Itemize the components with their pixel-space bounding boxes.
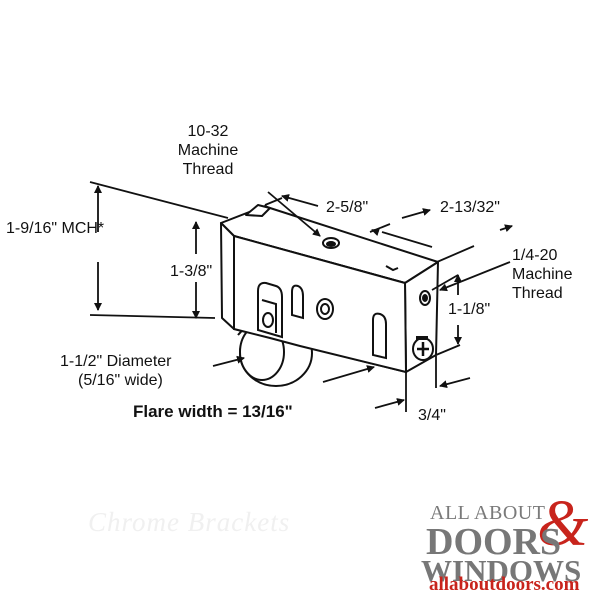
brand-ampersand: & — [537, 487, 589, 560]
label-wheel-width: (5/16" wide) — [78, 372, 163, 389]
label-10-32-thread: 10-32 Machine Thread — [168, 122, 248, 179]
label-1-9-16-mch: 1-9/16" MCH* — [6, 220, 105, 237]
label-1-4-20-thread: 1/4-20 Machine Thread — [512, 246, 572, 303]
label-10-32-line1: 10-32 — [187, 123, 229, 140]
label-flare-width: Flare width = 13/16" — [133, 402, 293, 421]
dimension-arrows — [94, 185, 513, 409]
label-10-32-line3: Thread — [182, 161, 234, 178]
label-1-1-8: 1-1/8" — [448, 301, 491, 318]
label-wheel-diameter: 1-1/2" Diameter — [60, 353, 172, 370]
label-2-13-32: 2-13/32" — [440, 199, 500, 216]
brand-doors: DOORS — [426, 521, 562, 563]
label-1-4-20-line2: Machine — [512, 266, 573, 283]
housing-details — [257, 237, 434, 361]
brand-all-about: ALL ABOUT — [430, 502, 546, 524]
watermark-text: Chrome Brackets — [88, 507, 291, 537]
label-1-4-20-line3: Thread — [512, 285, 563, 302]
label-10-32-line2: Machine — [177, 142, 239, 159]
brand-url-link[interactable]: allaboutdoors.com — [429, 574, 580, 595]
brand-windows: WINDOWS — [421, 553, 582, 588]
label-1-3-8: 1-3/8" — [170, 263, 213, 280]
label-3-4: 3/4" — [418, 407, 446, 424]
label-2-5-8: 2-5/8" — [326, 199, 369, 216]
label-1-4-20-line1: 1/4-20 — [512, 247, 558, 264]
